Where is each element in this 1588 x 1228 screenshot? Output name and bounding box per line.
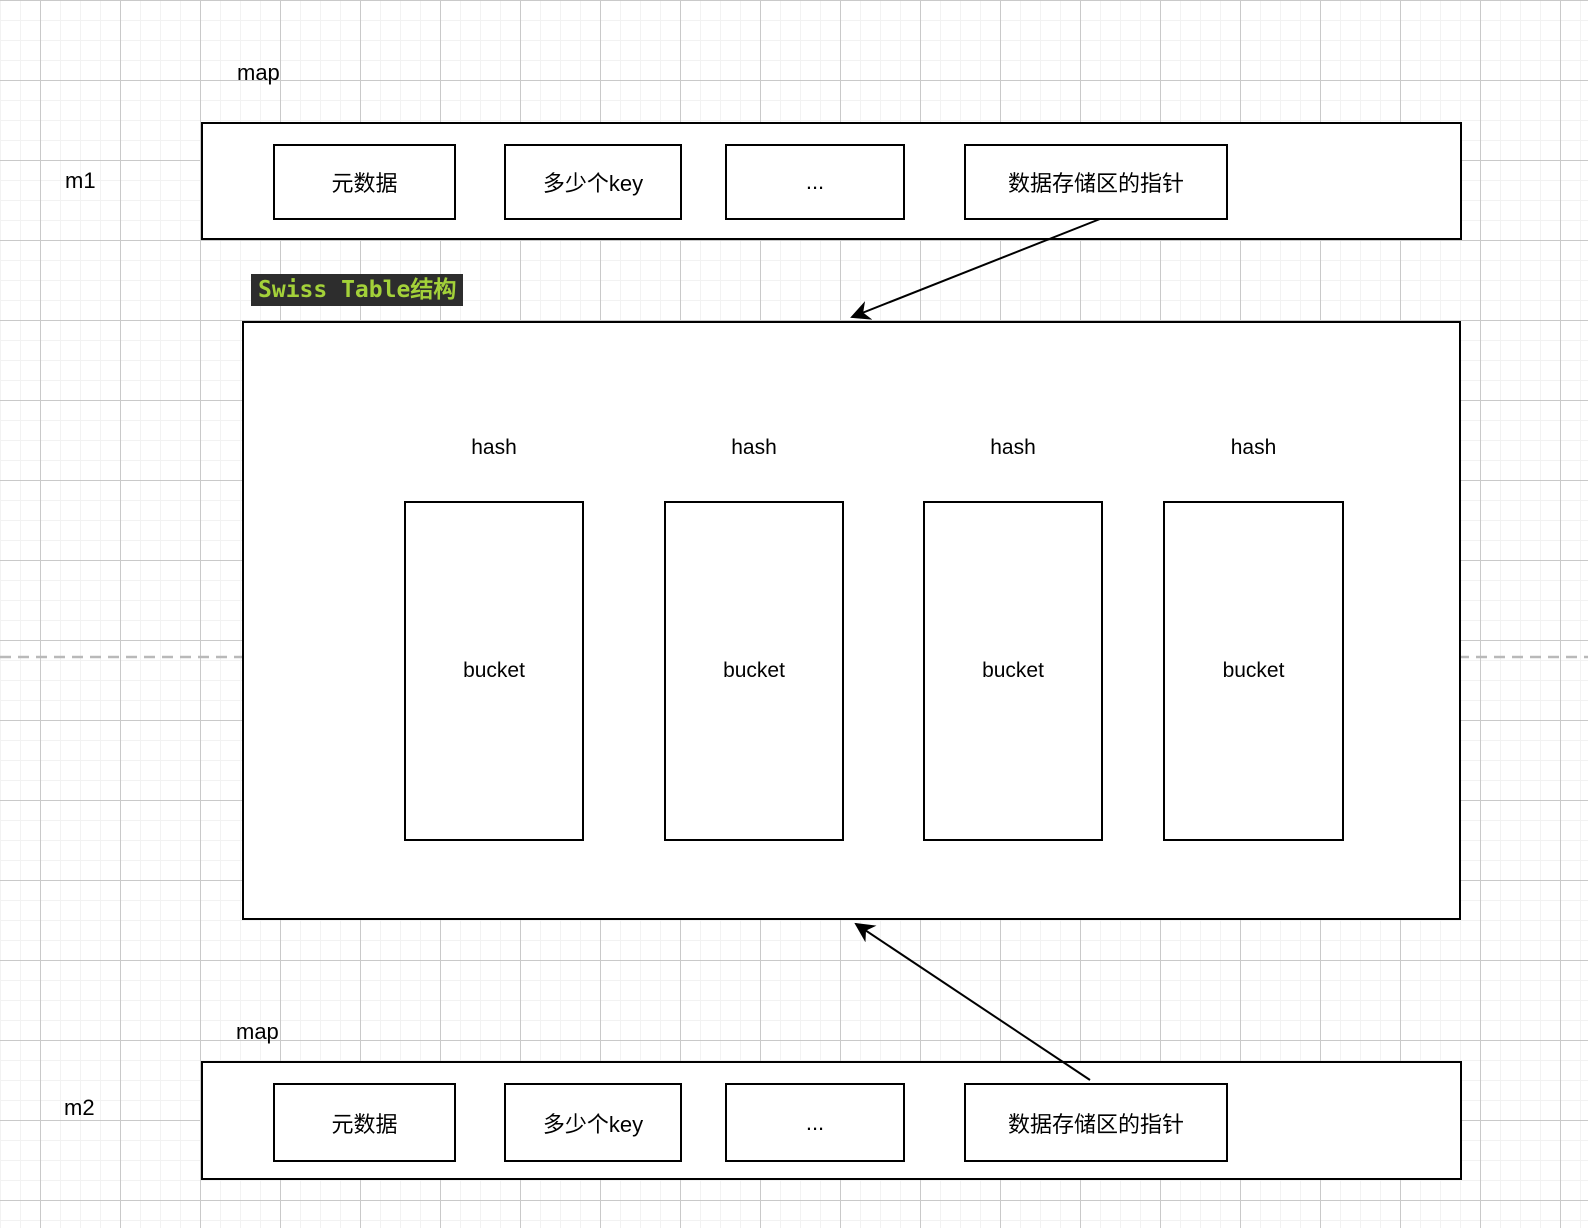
bucket-label-4: bucket <box>1222 659 1285 682</box>
bucket-box-4[interactable]: bucket <box>1163 501 1344 841</box>
row-label-m1: m1 <box>65 168 96 193</box>
m1-field-ellipsis[interactable]: ... <box>725 144 905 220</box>
hash-label-1: hash <box>471 436 517 459</box>
m2-field-metadata-label: 元数据 <box>331 1111 398 1137</box>
m2-field-key-count[interactable]: 多少个key <box>504 1083 682 1162</box>
bucket-label-2: bucket <box>723 659 785 682</box>
bucket-label-3: bucket <box>982 659 1044 682</box>
m1-field-metadata[interactable]: 元数据 <box>273 144 456 220</box>
bucket-box-1[interactable]: bucket <box>404 501 584 841</box>
m1-field-metadata-label: 元数据 <box>331 171 398 196</box>
m1-field-key-count-label: 多少个key <box>542 171 644 196</box>
bucket-box-3[interactable]: bucket <box>923 501 1103 841</box>
m2-map-box[interactable]: 元数据 多少个key ... 数据存储区的指针 <box>201 1061 1462 1180</box>
m2-field-ellipsis[interactable]: ... <box>725 1083 905 1162</box>
m1-map-box[interactable]: 元数据 多少个key ... 数据存储区的指针 <box>201 122 1462 240</box>
hash-label-2: hash <box>731 436 777 459</box>
map-label-m1: map <box>237 60 280 85</box>
row-label-m2: m2 <box>64 1095 95 1120</box>
m1-field-data-pointer-label: 数据存储区的指针 <box>1007 171 1184 196</box>
m2-field-key-count-label: 多少个key <box>542 1111 644 1137</box>
bucket-box-2[interactable]: bucket <box>664 501 844 841</box>
map-label-m2: map <box>236 1019 279 1044</box>
swiss-table-title: Swiss Table结构 <box>251 274 464 306</box>
hash-label-3: hash <box>990 436 1036 459</box>
m2-field-metadata[interactable]: 元数据 <box>273 1083 456 1162</box>
m1-field-ellipsis-label: ... <box>805 169 825 194</box>
m1-field-key-count[interactable]: 多少个key <box>504 144 682 220</box>
bucket-label-1: bucket <box>463 659 525 682</box>
m2-field-data-pointer-label: 数据存储区的指针 <box>1007 1111 1184 1137</box>
arrow-m2-pointer-to-swiss-table <box>854 922 1091 1081</box>
m2-field-data-pointer[interactable]: 数据存储区的指针 <box>964 1083 1228 1162</box>
m1-field-data-pointer[interactable]: 数据存储区的指针 <box>964 144 1228 220</box>
m2-field-ellipsis-label: ... <box>805 1109 825 1135</box>
hash-label-4: hash <box>1230 436 1277 459</box>
swiss-table-box[interactable]: hash hash hash hash bucket bucket bucket… <box>242 321 1461 920</box>
